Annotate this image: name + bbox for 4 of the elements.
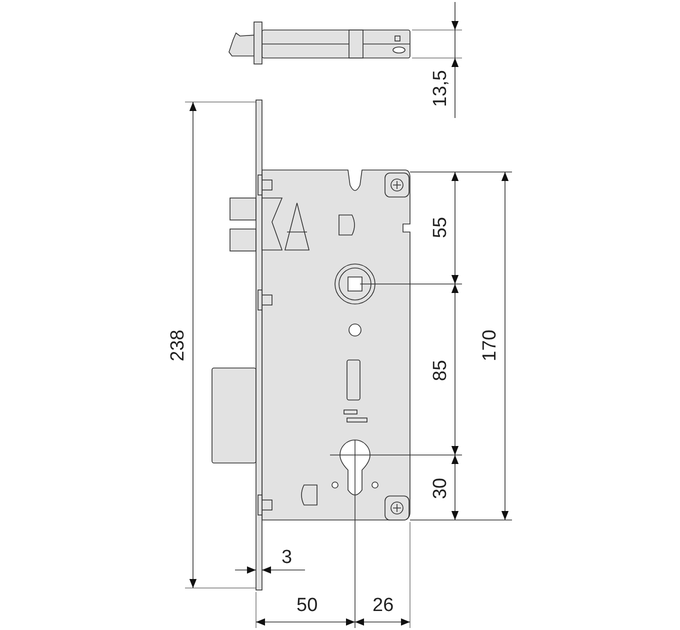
dimension-value: 13,5 [430, 68, 450, 108]
dimension-value: 26 [372, 596, 395, 614]
dimension-value: 3 [280, 548, 294, 566]
dimension-value: 50 [296, 596, 319, 614]
